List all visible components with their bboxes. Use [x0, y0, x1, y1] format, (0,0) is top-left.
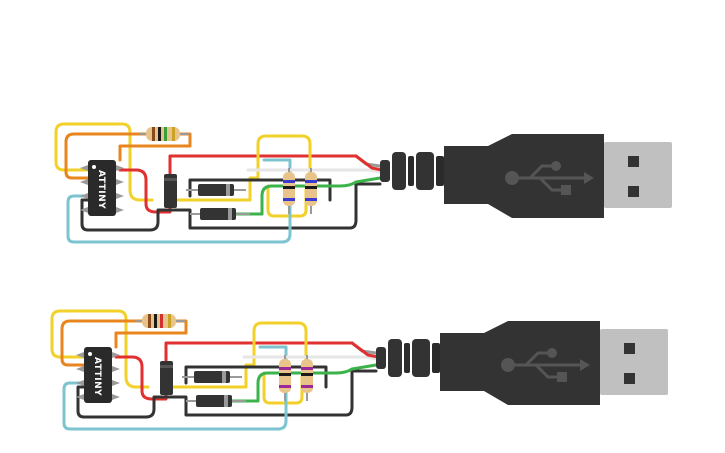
- resistor-band: [164, 127, 167, 141]
- wire-red[interactable]: [118, 154, 358, 214]
- wire-green[interactable]: [234, 176, 382, 216]
- resistor-top[interactable]: [136, 314, 186, 328]
- resistor-band: [305, 186, 317, 189]
- resistor-band: [148, 314, 151, 328]
- wire-orange[interactable]: [60, 319, 148, 367]
- wire-yellow-3[interactable]: [266, 184, 308, 218]
- wire-black-2[interactable]: [184, 365, 328, 389]
- resistor-pullup-1[interactable]: [279, 355, 291, 401]
- resistor-band: [152, 127, 155, 141]
- usb-connector[interactable]: [374, 319, 670, 407]
- resistor-band: [301, 385, 313, 388]
- resistor-band: [279, 385, 291, 388]
- wire-white[interactable]: [246, 168, 382, 174]
- circuit-2: ATTINY: [50, 309, 670, 431]
- resistor-band: [279, 373, 291, 376]
- capacitor[interactable]: [164, 174, 177, 208]
- resistor-top[interactable]: [140, 127, 190, 141]
- wire-yellow-2[interactable]: [168, 134, 312, 202]
- resistor-band: [283, 198, 295, 201]
- resistor-band: [301, 367, 313, 370]
- diode-2[interactable]: [186, 395, 246, 407]
- resistor-band: [279, 367, 291, 370]
- attiny-chip[interactable]: ATTINY: [76, 347, 120, 403]
- wire-orange[interactable]: [64, 132, 152, 180]
- wire-yellow[interactable]: [50, 309, 150, 389]
- resistor-band: [172, 127, 175, 141]
- diode-1[interactable]: [182, 371, 242, 383]
- wire-green[interactable]: [230, 363, 378, 403]
- wire-yellow-2[interactable]: [164, 321, 308, 389]
- capacitor[interactable]: [160, 361, 173, 395]
- resistor-band: [154, 314, 157, 328]
- wire-red[interactable]: [114, 341, 354, 401]
- resistor-band: [168, 314, 171, 328]
- wire-red-cable[interactable]: [350, 341, 380, 359]
- diode-2[interactable]: [190, 208, 250, 220]
- wire-black-2[interactable]: [188, 178, 332, 202]
- wire-yellow-3[interactable]: [262, 371, 304, 405]
- chip-label: ATTINY: [92, 357, 102, 396]
- wire-black[interactable]: [80, 182, 382, 232]
- wire-cyan[interactable]: [62, 345, 288, 431]
- resistor-pullup-2[interactable]: [301, 355, 313, 401]
- wire-yellow[interactable]: [54, 122, 154, 202]
- usb-connector[interactable]: [378, 132, 674, 220]
- attiny-chip[interactable]: ATTINY: [80, 160, 124, 216]
- resistor-band: [160, 314, 163, 328]
- resistor-band: [283, 180, 295, 183]
- resistor-band: [301, 373, 313, 376]
- chip-label: ATTINY: [96, 170, 106, 209]
- resistor-band: [305, 198, 317, 201]
- resistor-band: [283, 186, 295, 189]
- resistor-pullup-1[interactable]: [283, 168, 295, 214]
- wire-red-cable[interactable]: [354, 154, 384, 172]
- wire-black[interactable]: [76, 369, 378, 419]
- wire-white[interactable]: [242, 355, 378, 361]
- resistor-band: [305, 180, 317, 183]
- circuit-1: ATTINY: [54, 122, 674, 244]
- resistor-band: [158, 127, 161, 141]
- wire-cyan[interactable]: [66, 158, 292, 244]
- diode-1[interactable]: [186, 184, 246, 196]
- resistor-pullup-2[interactable]: [305, 168, 317, 214]
